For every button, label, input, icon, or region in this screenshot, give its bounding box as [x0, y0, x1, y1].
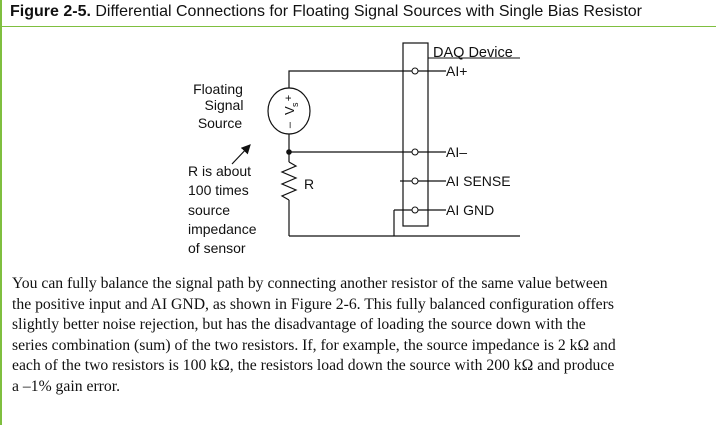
- paragraph-line: series combination (sum) of the two resi…: [12, 336, 616, 354]
- daq-device-label: DAQ Device: [433, 45, 513, 61]
- note-line-4: impedance: [188, 221, 257, 237]
- source-label-line-2: Signal: [205, 97, 244, 113]
- note-line-2: 100 times: [188, 182, 249, 198]
- resistor-label: R: [304, 176, 314, 192]
- label-ai-plus: AI+: [446, 63, 467, 79]
- figure-caption: Differential Connections for Floating Si…: [95, 3, 642, 20]
- circuit-diagram: DAQ Device AI+ AI– AI SENSE AI GND R + V…: [188, 42, 520, 256]
- note-line-5: of sensor: [188, 240, 246, 256]
- left-accent-rule: [0, 0, 2, 425]
- figure-title: Figure 2-5. Differential Connections for…: [10, 3, 642, 21]
- note-arrow: [231, 144, 251, 165]
- paragraph-line: slightly better noise rejection, but has…: [12, 316, 586, 334]
- paragraph-line: each of the two resistors is 100 kΩ, the…: [12, 357, 615, 375]
- body-paragraph: You can fully balance the signal path by…: [12, 274, 707, 398]
- figure-header: Figure 2-5. Differential Connections for…: [2, 0, 716, 27]
- source-label-line-1: Floating: [193, 81, 243, 97]
- label-ai-gnd: AI GND: [446, 202, 494, 218]
- paragraph-line: the positive input and AI GND, as shown …: [12, 295, 614, 313]
- paragraph-line: a –1% gain error.: [12, 377, 121, 395]
- resistor-r: [280, 161, 298, 201]
- terminal-ai-minus: [411, 148, 419, 156]
- note-line-3: source: [188, 202, 230, 218]
- terminal-ai-sense: [411, 177, 419, 185]
- source-subscript: s: [290, 102, 300, 107]
- source-label-line-3: Source: [198, 115, 243, 131]
- terminal-ai-gnd: [411, 206, 419, 214]
- source-v-symbol: V: [282, 106, 297, 115]
- source-minus-sign: –: [284, 121, 296, 128]
- voltage-source-symbol: [267, 87, 311, 135]
- label-ai-sense: AI SENSE: [446, 173, 511, 189]
- figure-number: Figure 2-5.: [10, 3, 91, 20]
- terminal-ai-plus: [411, 67, 419, 75]
- paragraph-line: You can fully balance the signal path by…: [12, 275, 608, 292]
- note-line-1: R is about: [188, 163, 251, 179]
- label-ai-minus: AI–: [446, 144, 467, 160]
- daq-device-box: [402, 42, 429, 227]
- wire-ai-plus: [288, 70, 412, 88]
- source-plus-sign: +: [283, 95, 295, 101]
